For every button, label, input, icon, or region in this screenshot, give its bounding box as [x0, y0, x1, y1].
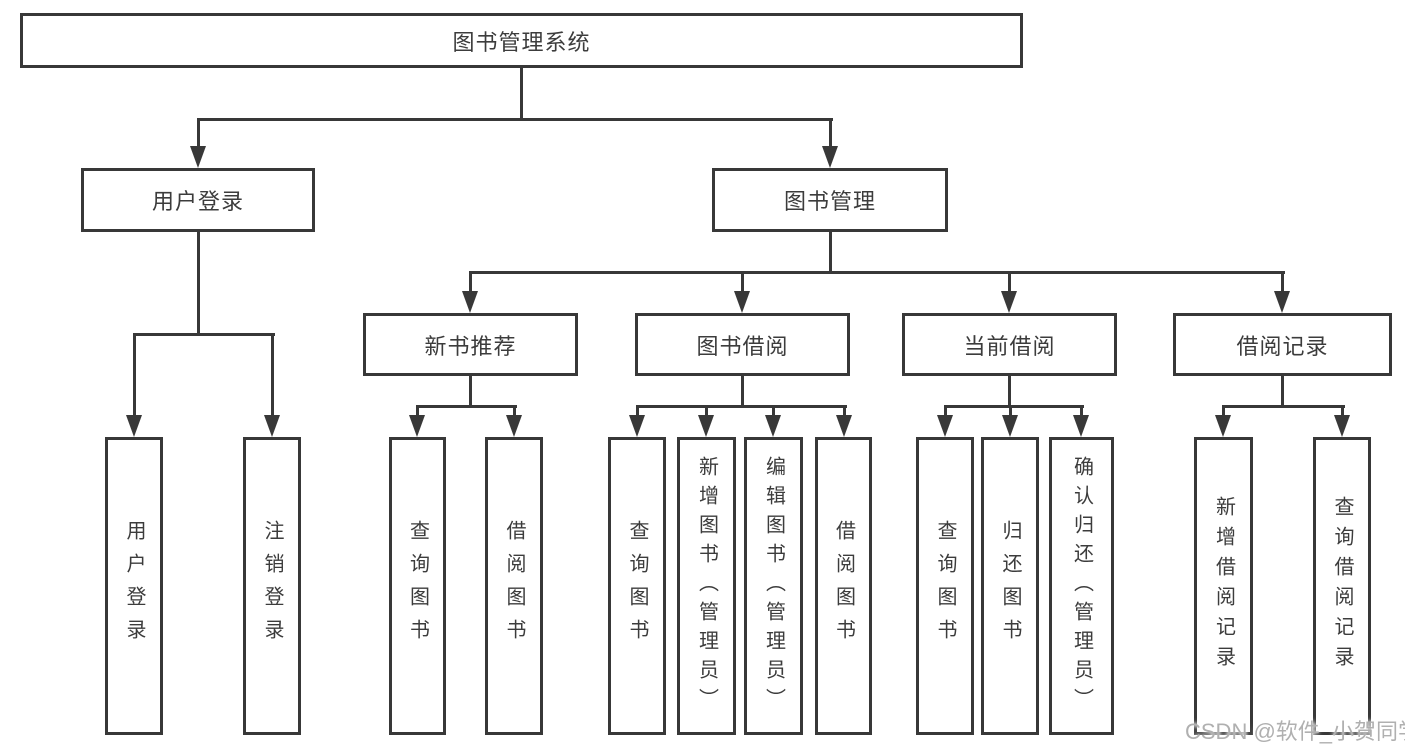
connector-line [197, 118, 200, 147]
connector-line [772, 405, 775, 417]
leaf-query-books-recommend-label: 查询图书 [406, 520, 429, 652]
leaf-query-books-current: 查询图书 [916, 437, 974, 735]
connector-line [705, 405, 708, 417]
node-book-borrowing: 图书借阅 [635, 313, 850, 376]
connector-line [843, 405, 846, 417]
arrow-head-icon [629, 415, 645, 437]
arrow-head-icon [698, 415, 714, 437]
leaf-add-books-admin-label: 新增图书（管理员） [695, 455, 718, 717]
connector-line [469, 374, 472, 408]
connector-line [1341, 405, 1344, 417]
connector-line [133, 333, 275, 336]
arrow-head-icon [409, 415, 425, 437]
leaf-add-borrow-record-label: 新增借阅记录 [1212, 496, 1235, 676]
node-user-login-label: 用户登录 [151, 189, 244, 214]
arrow-head-icon [1334, 415, 1350, 437]
leaf-query-books-current-label: 查询图书 [934, 520, 956, 652]
node-borrowing-records: 借阅记录 [1173, 313, 1392, 376]
connector-line [1009, 405, 1012, 417]
connector-line [636, 405, 639, 417]
leaf-logout-label: 注销登录 [261, 520, 283, 652]
connector-line [1222, 405, 1225, 417]
node-current-borrowing-label: 当前借阅 [963, 333, 1056, 359]
connector-line [636, 405, 847, 408]
arrow-head-icon [765, 415, 781, 437]
leaf-logout: 注销登录 [243, 437, 301, 735]
leaf-query-books-borrowing: 查询图书 [608, 437, 666, 735]
leaf-borrow-books-recommend-label: 借阅图书 [503, 520, 525, 652]
connector-line [1222, 405, 1345, 408]
leaf-query-books-recommend: 查询图书 [389, 437, 446, 735]
arrow-head-icon [734, 291, 750, 313]
connector-line [829, 118, 832, 147]
csdn-watermark: CSDN @软件_小贺同学 [1185, 719, 1405, 744]
node-user-login: 用户登录 [81, 168, 315, 232]
leaf-confirm-return-admin-label: 确认归还（管理员） [1070, 455, 1093, 717]
connector-line [520, 66, 523, 119]
connector-line [469, 271, 472, 293]
arrow-head-icon [1274, 291, 1290, 313]
arrow-head-icon [462, 291, 478, 313]
arrow-head-icon [264, 415, 280, 437]
leaf-return-books: 归还图书 [981, 437, 1039, 735]
connector-line [829, 230, 832, 274]
connector-line [197, 118, 833, 121]
connector-line [944, 405, 1084, 408]
connector-line [133, 333, 136, 416]
connector-line [416, 405, 419, 417]
leaf-borrow-books-label: 借阅图书 [832, 520, 855, 652]
arrow-head-icon [822, 146, 838, 168]
connector-line [944, 405, 947, 417]
leaf-add-books-admin: 新增图书（管理员） [677, 437, 736, 735]
node-root: 图书管理系统 [20, 13, 1023, 68]
leaf-query-borrow-record: 查询借阅记录 [1313, 437, 1371, 735]
node-book-borrowing-label: 图书借阅 [696, 333, 789, 359]
leaf-query-books-borrowing-label: 查询图书 [626, 520, 648, 652]
leaf-user-login-label: 用户登录 [123, 520, 145, 652]
arrow-head-icon [1001, 291, 1017, 313]
node-new-book-recommend-label: 新书推荐 [424, 333, 517, 359]
connector-line [271, 333, 274, 416]
leaf-query-borrow-record-label: 查询借阅记录 [1331, 496, 1353, 676]
arrow-head-icon [836, 415, 852, 437]
node-root-label: 图书管理系统 [452, 29, 591, 55]
connector-line [197, 230, 200, 336]
leaf-edit-books-admin-label: 编辑图书（管理员） [762, 455, 785, 717]
leaf-user-login: 用户登录 [105, 437, 163, 735]
connector-line [741, 271, 744, 293]
node-borrowing-records-label: 借阅记录 [1236, 333, 1329, 359]
leaf-borrow-books: 借阅图书 [815, 437, 872, 735]
node-book-management-label: 图书管理 [783, 189, 876, 214]
leaf-add-borrow-record: 新增借阅记录 [1194, 437, 1253, 735]
connector-line [1281, 374, 1284, 408]
connector-line [1008, 271, 1011, 293]
leaf-confirm-return-admin: 确认归还（管理员） [1049, 437, 1114, 735]
node-new-book-recommend: 新书推荐 [363, 313, 578, 376]
connector-line [1281, 271, 1284, 293]
connector-line [469, 271, 1285, 274]
connector-line [1080, 405, 1083, 417]
arrow-head-icon [1073, 415, 1089, 437]
connector-line [513, 405, 516, 417]
node-book-management: 图书管理 [712, 168, 948, 232]
connector-line [416, 405, 517, 408]
connector-line [741, 374, 744, 408]
arrow-head-icon [1002, 415, 1018, 437]
leaf-return-books-label: 归还图书 [999, 520, 1021, 652]
arrow-head-icon [506, 415, 522, 437]
arrow-head-icon [126, 415, 142, 437]
arrow-head-icon [190, 146, 206, 168]
leaf-borrow-books-recommend: 借阅图书 [485, 437, 543, 735]
arrow-head-icon [1215, 415, 1231, 437]
arrow-head-icon [937, 415, 953, 437]
connector-line [1008, 374, 1011, 408]
leaf-edit-books-admin: 编辑图书（管理员） [744, 437, 803, 735]
node-current-borrowing: 当前借阅 [902, 313, 1117, 376]
